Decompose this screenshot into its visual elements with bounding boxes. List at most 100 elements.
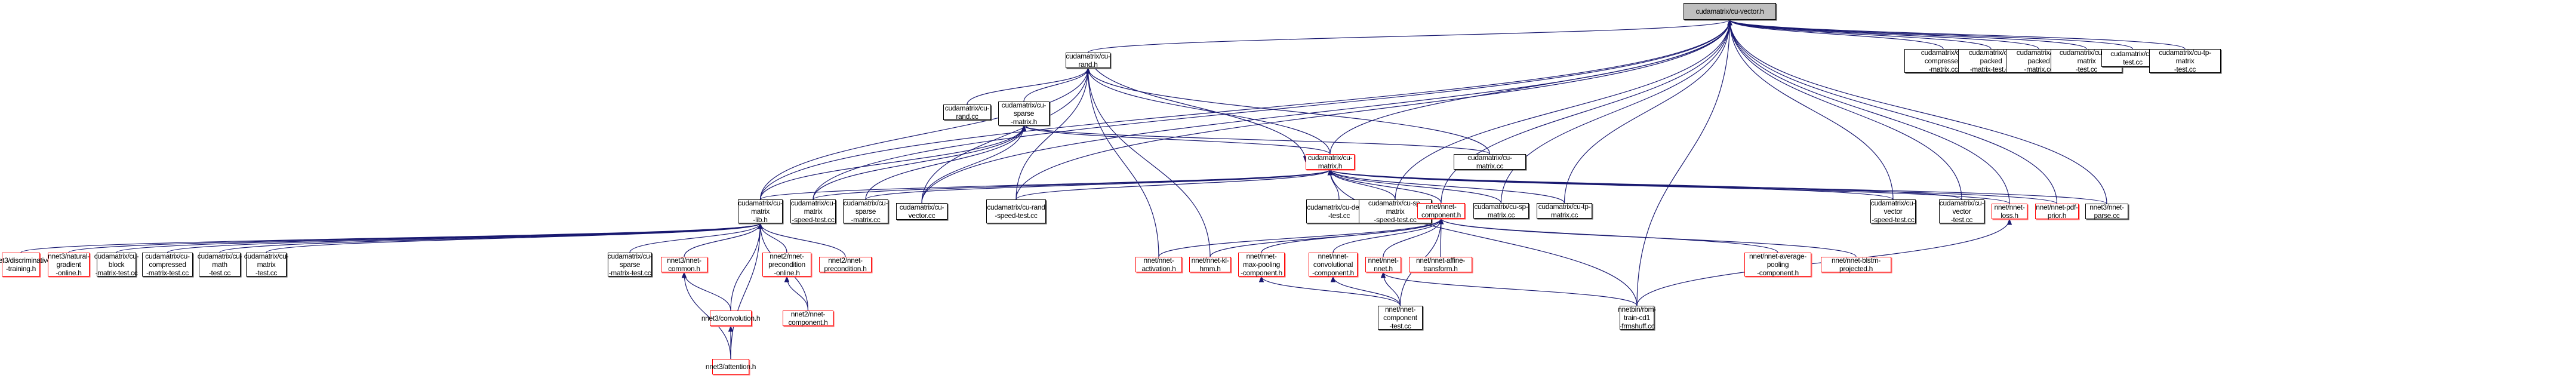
edge-cu-matrix-test-cc-to-cu-matrix-lib-h bbox=[266, 222, 763, 253]
edge-cu-matrix-speed-test-cc-to-cu-matrix-h bbox=[812, 168, 1332, 200]
graph-node-cu-matrix-cc[interactable]: cudamatrix/cu-matrix.cc bbox=[1454, 153, 1526, 170]
edge-cu-matrix-cc-to-cu-rand-h bbox=[1085, 67, 1491, 155]
edge-nnet-component-test-cc-to-nnet-convolutional-component-h bbox=[1330, 275, 1401, 306]
edge-cu-matrix-lib-h-to-cu-matrix-h bbox=[759, 168, 1332, 200]
graph-node-nnet-max-pooling-component-h[interactable]: nnet/nnet-max-pooling -component.h bbox=[1238, 252, 1285, 277]
graph-node-cu-matrix-test-cc[interactable]: cudamatrix/cu-matrix -test.cc bbox=[244, 252, 289, 277]
edge-nnet-max-pooling-component-h-to-nnet-component-h bbox=[1261, 217, 1444, 253]
graph-node-cu-sparse-matrix-test-cc[interactable]: cudamatrix/cu-sparse -matrix-test.cc bbox=[607, 252, 653, 277]
graph-node-cu-tp-matrix-test-cc[interactable]: cudamatrix/cu-tp-matrix -test.cc bbox=[2149, 48, 2221, 73]
graph-node-cu-sparse-matrix-cc[interactable]: cudamatrix/cu-sparse -matrix.cc bbox=[843, 199, 888, 224]
graph-node-cu-matrix-h[interactable]: cudamatrix/cu-matrix.h bbox=[1306, 153, 1355, 170]
graph-node-nnet-nnet-h[interactable]: nnet/nnet-nnet.h bbox=[1365, 256, 1401, 273]
graph-node-nnet-blstm-projected-h[interactable]: nnet/nnet-blstm-projected.h bbox=[1821, 256, 1891, 273]
edge-nnet3-convolution-h-to-cu-matrix-lib-h bbox=[730, 222, 763, 311]
edge-cu-vector-speed-test-cc-to-cu-vector-h bbox=[1727, 19, 1894, 200]
graph-node-cu-compressed-matrix-test-cc[interactable]: cudamatrix/cu-compressed -matrix-test.cc bbox=[142, 252, 193, 277]
edge-cu-rand-h-to-cu-matrix-h bbox=[1087, 52, 1309, 163]
graph-node-nnet3-nnet-common-h[interactable]: nnet3/nnet-common.h bbox=[661, 256, 707, 273]
graph-node-nnet-component-h[interactable]: nnet/nnet-component.h bbox=[1417, 202, 1465, 219]
edge-cu-compressed-matrix-cc-to-cu-vector-h bbox=[1727, 19, 1944, 50]
graph-node-cu-vector-cc[interactable]: cudamatrix/cu-vector.cc bbox=[896, 203, 947, 220]
edge-cu-matrix-speed-test-cc-to-cu-sparse-matrix-h bbox=[812, 124, 1027, 200]
edge-cu-rand-speed-test-cc-to-cu-vector-h bbox=[1015, 19, 1732, 200]
edge-cu-matrix-lib-h-to-cu-sparse-matrix-h bbox=[759, 124, 1027, 200]
edge-nnet-component-h-to-cu-vector-h bbox=[1441, 19, 1732, 204]
edge-nnet-kl-hmm-h-to-nnet-component-h bbox=[1209, 217, 1444, 257]
graph-node-nnet-pdf-prior-h[interactable]: nnet/nnet-pdf-prior.h bbox=[2035, 203, 2079, 220]
graph-node-nnet-convolutional-component-h[interactable]: nnet/nnet-convolutional -component.h bbox=[1309, 252, 1358, 277]
edge-cu-matrix-h-to-cu-rand-h bbox=[1085, 67, 1331, 155]
edge-nnet2-nnet-precondition-h-to-cu-matrix-lib-h bbox=[758, 222, 846, 257]
edge-cu-sparse-matrix-cc-to-cu-matrix-h bbox=[865, 168, 1333, 200]
edge-nnet3-nnet-parse-cc-to-cu-vector-h bbox=[1727, 19, 2107, 204]
edge-cu-sparse-matrix-test-cc-to-cu-matrix-lib-h bbox=[629, 222, 763, 253]
graph-node-nnet2-nnet-component-h[interactable]: nnet2/nnet-component.h bbox=[783, 310, 833, 327]
edge-nnet3-convolution-h-to-nnet3-nnet-common-h bbox=[681, 271, 731, 311]
edge-cu-compressed-matrix-test-cc-to-cu-matrix-lib-h bbox=[167, 222, 763, 253]
graph-node-nnet-activation-h[interactable]: nnet/nnet-activation.h bbox=[1135, 256, 1182, 273]
graph-node-cu-sp-matrix-cc[interactable]: cudamatrix/cu-sp-matrix.cc bbox=[1473, 202, 1529, 219]
edge-cu-sp-matrix-test-cc-to-cu-vector-h bbox=[1727, 19, 2087, 50]
graph-node-nnet-kl-hmm-h[interactable]: nnet/nnet-kl-hmm.h bbox=[1189, 256, 1231, 273]
edge-nnet3-nnet-parse-cc-to-cu-matrix-h bbox=[1328, 168, 2107, 204]
graph-node-cu-vector-test-cc[interactable]: cudamatrix/cu-vector -test.cc bbox=[1939, 199, 1984, 224]
edge-cu-sp-matrix-speed-test-cc-to-cu-vector-h bbox=[1395, 19, 1732, 200]
graph-node-cu-vector-h[interactable]: cudamatrix/cu-vector.h bbox=[1684, 3, 1776, 20]
edge-nnet-blstm-projected-h-to-nnet-component-h bbox=[1438, 217, 1857, 257]
edge-cu-matrix-h-to-cu-vector-h bbox=[1329, 19, 1732, 155]
graph-node-nnet2-nnet-precondition-h[interactable]: nnet2/nnet-precondition.h bbox=[819, 256, 872, 273]
edge-nnet2-nnet-precondition-online-h-to-cu-matrix-lib-h bbox=[758, 222, 787, 253]
edge-cu-sp-matrix-speed-test-cc-to-cu-matrix-h bbox=[1327, 168, 1396, 200]
graph-node-nnet3-attention-h[interactable]: nnet3/attention.h bbox=[706, 359, 756, 374]
graph-node-nnet3-natural-gradient-online-h[interactable]: nnet3/natural-gradient -online.h bbox=[48, 252, 90, 277]
graph-node-cu-sparse-matrix-h[interactable]: cudamatrix/cu-sparse -matrix.h bbox=[998, 101, 1050, 126]
edge-rbm-train-cd1-frmshuff-cc-to-cu-matrix-h bbox=[1327, 168, 1638, 306]
edge-rbm-train-cd1-frmshuff-cc-to-cu-vector-h bbox=[1636, 19, 1732, 306]
edge-nnet-convolutional-component-h-to-nnet-component-h bbox=[1332, 217, 1444, 253]
edge-cu-sparse-matrix-h-to-cu-rand-h bbox=[1023, 67, 1091, 102]
edge-nnet3-nnet-common-h-to-cu-matrix-lib-h bbox=[684, 222, 763, 257]
graph-node-cu-packed-matrix-cc[interactable]: cudamatrix/cu-packed -matrix.cc bbox=[2006, 48, 2072, 73]
edge-rbm-train-cd1-frmshuff-cc-to-nnet-nnet-h bbox=[1380, 271, 1638, 306]
graph-node-cu-rand-speed-test-cc[interactable]: cudamatrix/cu-rand -speed-test.cc bbox=[986, 199, 1046, 223]
edge-nnet2-nnet-component-h-to-nnet2-nnet-precondition-online-h bbox=[784, 275, 809, 311]
edge-cu-tp-matrix-cc-to-cu-matrix-h bbox=[1327, 168, 1565, 204]
edge-cu-tp-matrix-test-cc-to-cu-vector-h bbox=[1727, 19, 2186, 50]
graph-node-cu-rand-h[interactable]: cudamatrix/cu-rand.h bbox=[1066, 52, 1110, 69]
graph-node-cu-matrix-lib-h[interactable]: cudamatrix/cu-matrix -lib.h bbox=[738, 199, 783, 224]
graph-node-nnet-loss-h[interactable]: nnet/nnet-loss.h bbox=[1992, 203, 2027, 220]
edge-cu-sparse-matrix-cc-to-cu-sparse-matrix-h bbox=[865, 124, 1027, 200]
edge-cu-matrix-speed-test-cc-to-cu-vector-h bbox=[812, 19, 1732, 200]
edge-nnet-pdf-prior-h-to-cu-vector-h bbox=[1727, 19, 2058, 204]
graph-node-nnet-component-test-cc[interactable]: nnet/nnet-component -test.cc bbox=[1378, 305, 1423, 330]
edge-nnet3-attention-h-to-nnet3-nnet-common-h bbox=[681, 271, 731, 359]
edge-nnet3-attention-h-to-cu-matrix-lib-h bbox=[730, 222, 763, 359]
edge-cu-sp-matrix-cc-to-cu-matrix-h bbox=[1327, 168, 1502, 204]
edge-cu-vector-cc-to-cu-sparse-matrix-h bbox=[921, 124, 1027, 204]
edge-cu-vector-test-cc-to-cu-vector-h bbox=[1727, 19, 1962, 200]
edge-cu-matrix-h-to-cu-sparse-matrix-h bbox=[1021, 124, 1331, 155]
edge-nnet-activation-h-to-nnet-component-h bbox=[1158, 217, 1444, 257]
graph-node-nnet3-discriminative-training-h[interactable]: nnet3/discriminative -training.h bbox=[0, 253, 51, 276]
edge-cu-rand-h-to-cu-vector-h bbox=[1087, 19, 1732, 53]
graph-node-cu-block-matrix-test-cc[interactable]: cudamatrix/cu-block -matrix-test.cc bbox=[94, 252, 139, 277]
edge-nnet3-natural-gradient-online-h-to-cu-matrix-lib-h bbox=[68, 222, 763, 253]
graph-node-cu-vector-speed-test-cc[interactable]: cudamatrix/cu-vector -speed-test.cc bbox=[1870, 199, 1916, 224]
edge-cu-rand-speed-test-cc-to-cu-rand-h bbox=[1015, 67, 1091, 200]
graph-node-cu-rand-cc[interactable]: cudamatrix/cu-rand.cc bbox=[943, 104, 991, 121]
graph-node-rbm-train-cd1-frmshuff-cc[interactable]: nnetbin/rbm-train-cd1 -frmshuff.cc bbox=[1618, 305, 1656, 330]
graph-node-nnet2-nnet-precondition-online-h[interactable]: nnet2/nnet-precondition -online.h bbox=[762, 252, 811, 277]
edge-cu-vector-cc-to-cu-vector-h bbox=[921, 19, 1732, 204]
graph-node-cu-matrix-speed-test-cc[interactable]: cudamatrix/cu-matrix -speed-test.cc bbox=[790, 199, 836, 224]
graph-node-cu-tp-matrix-cc[interactable]: cudamatrix/cu-tp-matrix.cc bbox=[1537, 202, 1592, 219]
graph-node-nnet-average-pooling-component-h[interactable]: nnet/nnet-average-pooling -component.h bbox=[1744, 252, 1811, 277]
edge-cu-rand-cc-to-cu-rand-h bbox=[967, 67, 1091, 105]
edge-cu-packed-matrix-cc-to-cu-vector-h bbox=[1727, 19, 2039, 50]
graph-node-nnet3-convolution-h[interactable]: nnet3/convolution.h bbox=[701, 311, 761, 326]
edge-nnet-component-test-cc-to-nnet-max-pooling-component-h bbox=[1258, 275, 1401, 306]
graph-node-nnet3-nnet-parse-cc[interactable]: nnet3/nnet-parse.cc bbox=[2085, 203, 2128, 220]
graph-node-nnet-affine-transform-h[interactable]: nnet/nnet-affine-transform.h bbox=[1409, 256, 1472, 273]
edge-cu-matrix-cc-to-cu-sparse-matrix-h bbox=[1021, 124, 1491, 155]
graph-node-cu-math-test-cc[interactable]: cudamatrix/cu-math -test.cc bbox=[197, 252, 242, 277]
